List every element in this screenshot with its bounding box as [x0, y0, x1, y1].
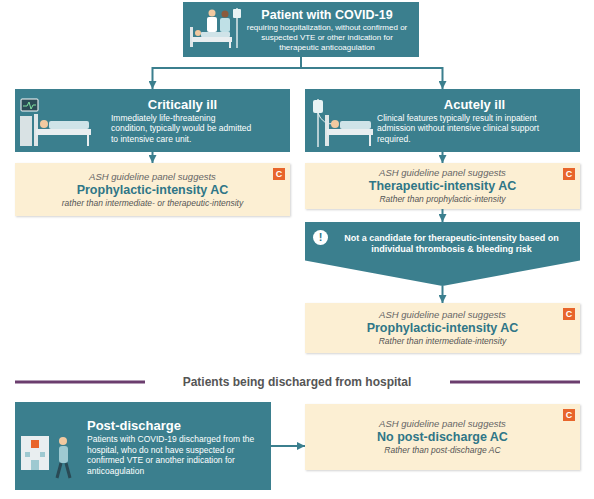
box-body: requiring hospitalization, without confi… [241, 23, 413, 53]
box-heading: Post-discharge [87, 418, 265, 434]
category-box: Critically illImmediately life-threateni… [15, 89, 290, 152]
band-rule [15, 381, 145, 384]
population-box: Post-dischargePatients with COVID-19 dis… [15, 402, 271, 490]
certainty-badge: C [563, 168, 575, 180]
hospital-door [31, 460, 39, 470]
hospital-sign [31, 440, 39, 448]
recommendation-lead: ASH guideline panel suggests [323, 418, 562, 430]
certainty-grade: C [276, 168, 283, 180]
box-body: Patients with COVID-19 discharged from t… [87, 434, 265, 476]
box-body: Clinical features typically result in in… [377, 113, 572, 145]
bed-leg [87, 135, 89, 146]
recommendation-lead: ASH guideline panel suggests [33, 171, 272, 183]
icu-machine [20, 116, 32, 146]
flow-arrow [442, 286, 444, 303]
box-heading: Acutely ill [377, 97, 572, 113]
certainty-badge: C [273, 168, 285, 180]
flow-arrow [152, 152, 154, 163]
exception-text: Not a candidate for therapeutic-intensit… [335, 233, 568, 255]
hospital-window [25, 452, 30, 457]
bed-frame [327, 129, 373, 135]
certainty-badge: C [563, 409, 575, 421]
band-rule [450, 381, 580, 384]
bed-frame [192, 37, 232, 42]
person-leg [57, 463, 61, 478]
certainty-grade: C [566, 308, 573, 320]
recommendation-alternative: Rather than prophylactic-intensity [323, 194, 562, 205]
certainty-badge: C [563, 308, 575, 320]
person-head [59, 437, 67, 445]
recommendation-main: Therapeutic-intensity AC [323, 179, 562, 194]
certainty-grade: C [566, 168, 573, 180]
hospital-building [21, 436, 49, 470]
recommendation-box: ASH guideline panel suggestsProphylactic… [305, 303, 580, 353]
recommendation-box: ASH guideline panel suggestsNo post-disc… [305, 404, 580, 470]
recommendation-box: ASH guideline panel suggestsTherapeutic-… [305, 163, 580, 209]
recommendation-alternative: Rather than post-discharge AC [323, 445, 562, 456]
recommendation-box: ASH guideline panel suggestsProphylactic… [15, 163, 290, 216]
population-box: Patient with COVID-19requiring hospitali… [183, 2, 419, 57]
monitor-screen [21, 99, 38, 111]
bed-frame [36, 129, 91, 135]
patient-head [40, 120, 48, 128]
bed-headboard [325, 115, 329, 146]
patient-blanket [49, 121, 89, 129]
bed-headboard [190, 27, 193, 47]
iv-bag [313, 100, 323, 113]
iv-bag [233, 9, 241, 18]
flow-arrow [301, 57, 443, 89]
flow-arrow [442, 152, 444, 163]
patient-blanket [201, 32, 230, 37]
exception-chevron: Not a candidate for therapeutic-intensit… [305, 222, 580, 286]
iv-pole [317, 99, 319, 147]
clinician-head [209, 10, 216, 17]
flow-arrow [153, 57, 302, 89]
section-heading: Patients being discharged from hospital [147, 374, 447, 390]
certainty-grade: C [566, 409, 573, 421]
patient-head [331, 120, 339, 128]
recommendation-main: Prophylactic-intensity AC [33, 183, 272, 198]
flow-arrow [271, 445, 305, 447]
person-leg [66, 463, 70, 478]
bed-leg [229, 42, 231, 48]
alert-circle: ! [313, 230, 328, 245]
flow-arrow [442, 209, 444, 222]
recommendation-main: No post-discharge AC [323, 430, 562, 445]
clinician-body [220, 18, 230, 32]
box-heading: Critically ill [111, 97, 254, 113]
recommendation-main: Prophylactic-intensity AC [323, 321, 562, 336]
patient-blanket [340, 121, 371, 129]
clinician-head [222, 11, 229, 18]
bed-headboard [34, 114, 38, 146]
box-heading: Patient with COVID-19 [241, 8, 413, 23]
iv-pole [236, 8, 238, 48]
box-body: Immediately life-threatening condition, … [111, 113, 254, 145]
iv-tube [318, 113, 336, 124]
person-body [59, 446, 68, 463]
recommendation-alternative: rather than intermediate- or therapeutic… [33, 198, 272, 209]
bed-leg [369, 135, 371, 146]
monitor-trace [23, 102, 36, 109]
hospital-window [40, 452, 45, 457]
recommendation-lead: ASH guideline panel suggests [323, 309, 562, 321]
chevron-fill [305, 222, 580, 286]
alert-mark: ! [319, 231, 323, 244]
recommendation-alternative: Rather than intermediate-intensity [323, 336, 562, 347]
recommendation-lead: ASH guideline panel suggests [323, 167, 562, 179]
clinician-body [207, 17, 217, 32]
category-box: Acutely illClinical features typically r… [305, 89, 580, 152]
patient-head [195, 30, 201, 36]
